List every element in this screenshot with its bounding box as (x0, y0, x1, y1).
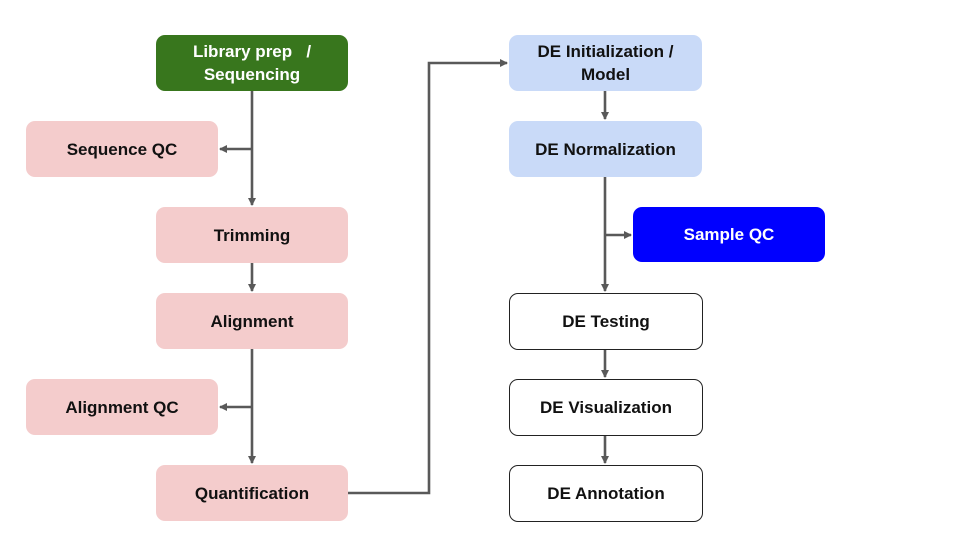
node-de-initialization: DE Initialization / Model (509, 35, 702, 91)
node-de-visualization: DE Visualization (509, 379, 703, 436)
node-library-prep: Library prep / Sequencing (156, 35, 348, 91)
edge-quantification-to-de-init (348, 59, 508, 495)
node-quantification: Quantification (156, 465, 348, 521)
node-trimming: Trimming (156, 207, 348, 263)
node-de-testing: DE Testing (509, 293, 703, 350)
node-sequence-qc: Sequence QC (26, 121, 218, 177)
node-alignment: Alignment (156, 293, 348, 349)
node-de-annotation: DE Annotation (509, 465, 703, 522)
node-de-normalization: DE Normalization (509, 121, 702, 177)
node-sample-qc: Sample QC (633, 207, 825, 262)
node-alignment-qc: Alignment QC (26, 379, 218, 435)
